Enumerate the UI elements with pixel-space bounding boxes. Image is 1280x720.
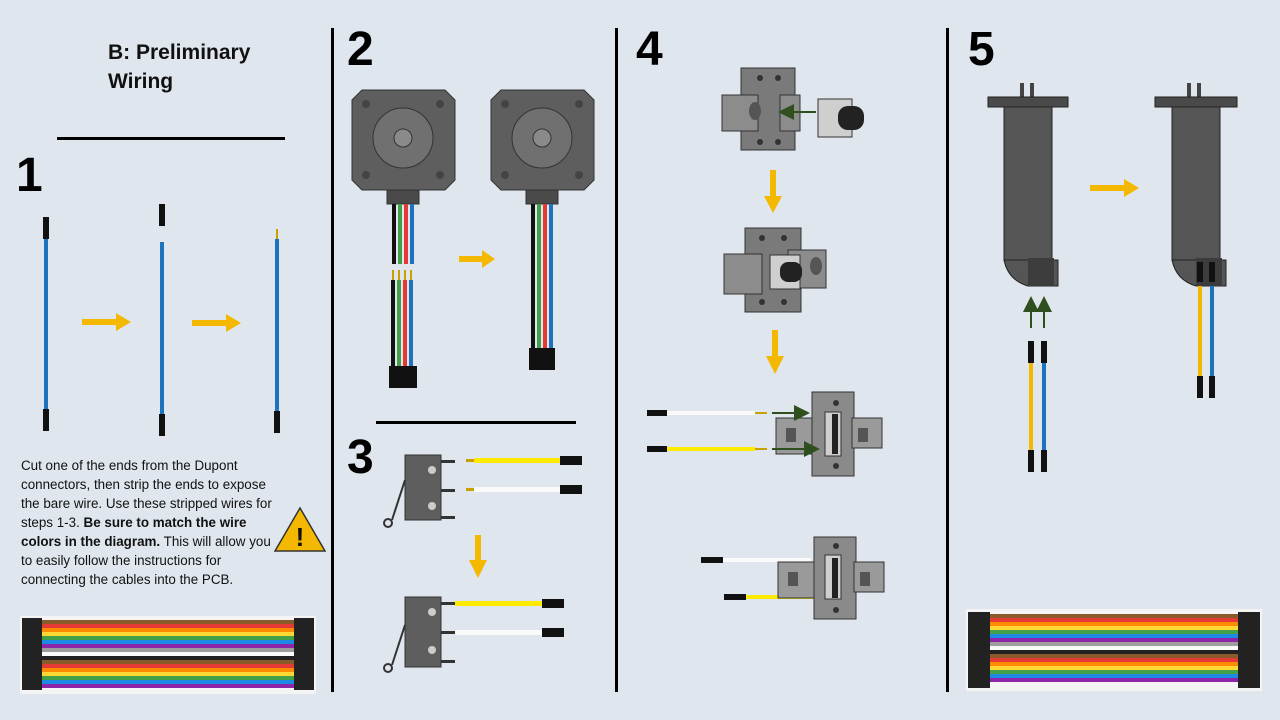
endstop-bracket-2 (723, 227, 827, 313)
title-underline (57, 137, 285, 140)
endstop-bracket-3 (647, 391, 883, 477)
arrow-right-icon (82, 313, 131, 331)
step-number-1: 1 (16, 149, 43, 202)
warning-icon: ! (273, 506, 327, 552)
step-number-3: 3 (347, 431, 374, 484)
step1-wire-stripped (274, 229, 280, 433)
instructions-bold: Be sure to match the wire colors in the … (21, 515, 247, 549)
arrow-right-icon (192, 314, 241, 332)
arrow-down-icon (469, 535, 487, 578)
limit-switch-after (383, 596, 564, 673)
instructions-part2: This will allow you to easily follow the… (21, 534, 271, 587)
divider-1 (331, 28, 334, 692)
effector-after (1154, 83, 1238, 398)
limit-switch-before (383, 454, 582, 528)
step1-wire-cut (159, 204, 165, 436)
step1-wire-full (43, 217, 49, 431)
step-number-5: 5 (968, 23, 995, 76)
divider-2 (615, 28, 618, 692)
arrow-down-icon (764, 170, 782, 213)
endstop-bracket-4 (701, 536, 885, 620)
step-number-4: 4 (636, 23, 663, 76)
stepper-motor-before (351, 89, 456, 388)
dupont-ribbon-image-left (20, 616, 316, 694)
step-number-2: 2 (347, 23, 374, 76)
arrow-right-icon (1090, 179, 1139, 197)
dupont-ribbon-image-right (966, 609, 1262, 691)
arrow-right-icon (459, 250, 495, 268)
warning-symbol: ! (296, 522, 305, 552)
instructions-part1: Cut one of the ends from the Dupont conn… (21, 458, 272, 530)
stepper-motor-after (490, 89, 595, 370)
step-separator (376, 421, 576, 424)
page-title: B: Preliminary Wiring (108, 41, 251, 93)
effector-before (987, 83, 1069, 472)
instructions-text: Cut one of the ends from the Dupont conn… (21, 456, 283, 589)
endstop-bracket-1 (721, 67, 864, 151)
arrow-down-icon (766, 330, 784, 374)
step1-arrows (82, 313, 241, 332)
divider-3 (946, 28, 949, 692)
